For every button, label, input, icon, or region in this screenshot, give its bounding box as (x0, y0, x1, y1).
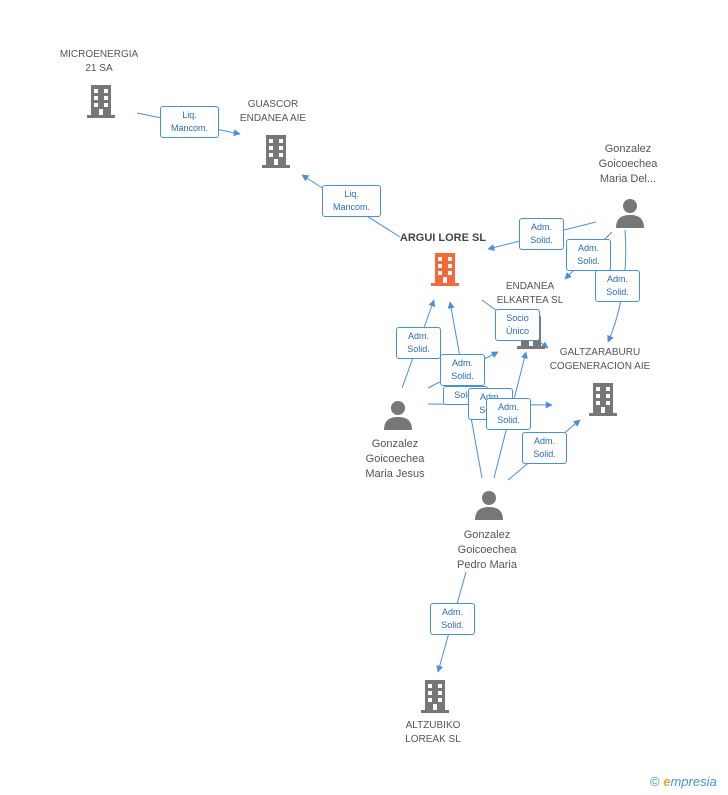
relation-adm-solid[interactable]: Adm. Solid. (566, 239, 611, 271)
building-icon[interactable] (428, 251, 462, 287)
relation-socio-unico[interactable]: Socio Único (495, 309, 540, 341)
relation-adm-solid[interactable]: Adm. Solid. (522, 432, 567, 464)
relation-adm-solid[interactable]: Adm. Solid. (396, 327, 441, 359)
node-label-galtzaraburu: GALTZARABURU COGENERACION AIE (549, 347, 651, 372)
empresia-logo[interactable]: © empresia (650, 774, 717, 789)
relation-liq-mancom[interactable]: Liq. Mancom. (322, 185, 381, 217)
relation-adm-solid[interactable]: Adm. Solid. (440, 354, 485, 386)
node-label-microenergia: MICROENERGIA 21 SA (59, 49, 139, 74)
copyright-symbol: © (650, 774, 660, 789)
relation-adm-solid[interactable]: Adm. Solid. (519, 218, 564, 250)
relation-adm-solid[interactable]: Adm. Solid. (486, 398, 531, 430)
person-icon[interactable] (472, 488, 506, 524)
node-label-endanea: ENDANEA ELKARTEA SL (496, 281, 564, 306)
node-label-maria-del: Gonzalez Goicoechea Maria Del... (598, 143, 658, 185)
relation-liq-mancom[interactable]: Liq. Mancom. (160, 106, 219, 138)
building-icon[interactable] (259, 133, 293, 169)
building-icon[interactable] (418, 678, 452, 714)
relation-adm-solid[interactable]: Adm. Solid. (430, 603, 475, 635)
person-icon[interactable] (381, 398, 415, 434)
node-label-argui-lore: ARGUI LORE SL (399, 232, 487, 244)
brand-e: e (663, 774, 671, 789)
node-label-guascor: GUASCOR ENDANEA AIE (239, 99, 307, 124)
building-icon[interactable] (84, 83, 118, 119)
relation-adm-solid[interactable]: Adm. Solid. (595, 270, 640, 302)
node-label-maria-jesus: Gonzalez Goicoechea Maria Jesus (365, 438, 425, 480)
building-icon[interactable] (586, 381, 620, 417)
brand-name: mpresia (670, 774, 717, 789)
person-icon[interactable] (613, 196, 647, 232)
node-label-pedro-maria: Gonzalez Goicoechea Pedro Maria (457, 529, 517, 571)
node-label-altzubiko: ALTZUBIKO LOREAK SL (405, 720, 461, 745)
